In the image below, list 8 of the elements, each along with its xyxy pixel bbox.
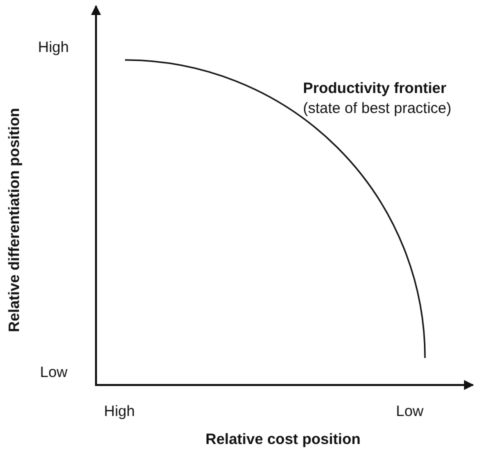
curve-subtitle: (state of best practice): [303, 100, 452, 118]
axis-tick-label: High: [104, 403, 135, 421]
axis-tick-label: High: [38, 39, 69, 57]
axis-title: Relative cost position: [206, 431, 361, 449]
axis-tick-label: Low: [396, 403, 424, 421]
curve-title: Productivity frontier: [303, 80, 446, 98]
axis-tick-label: Low: [40, 364, 68, 382]
axis-title: Relative differentiation position: [6, 108, 24, 332]
